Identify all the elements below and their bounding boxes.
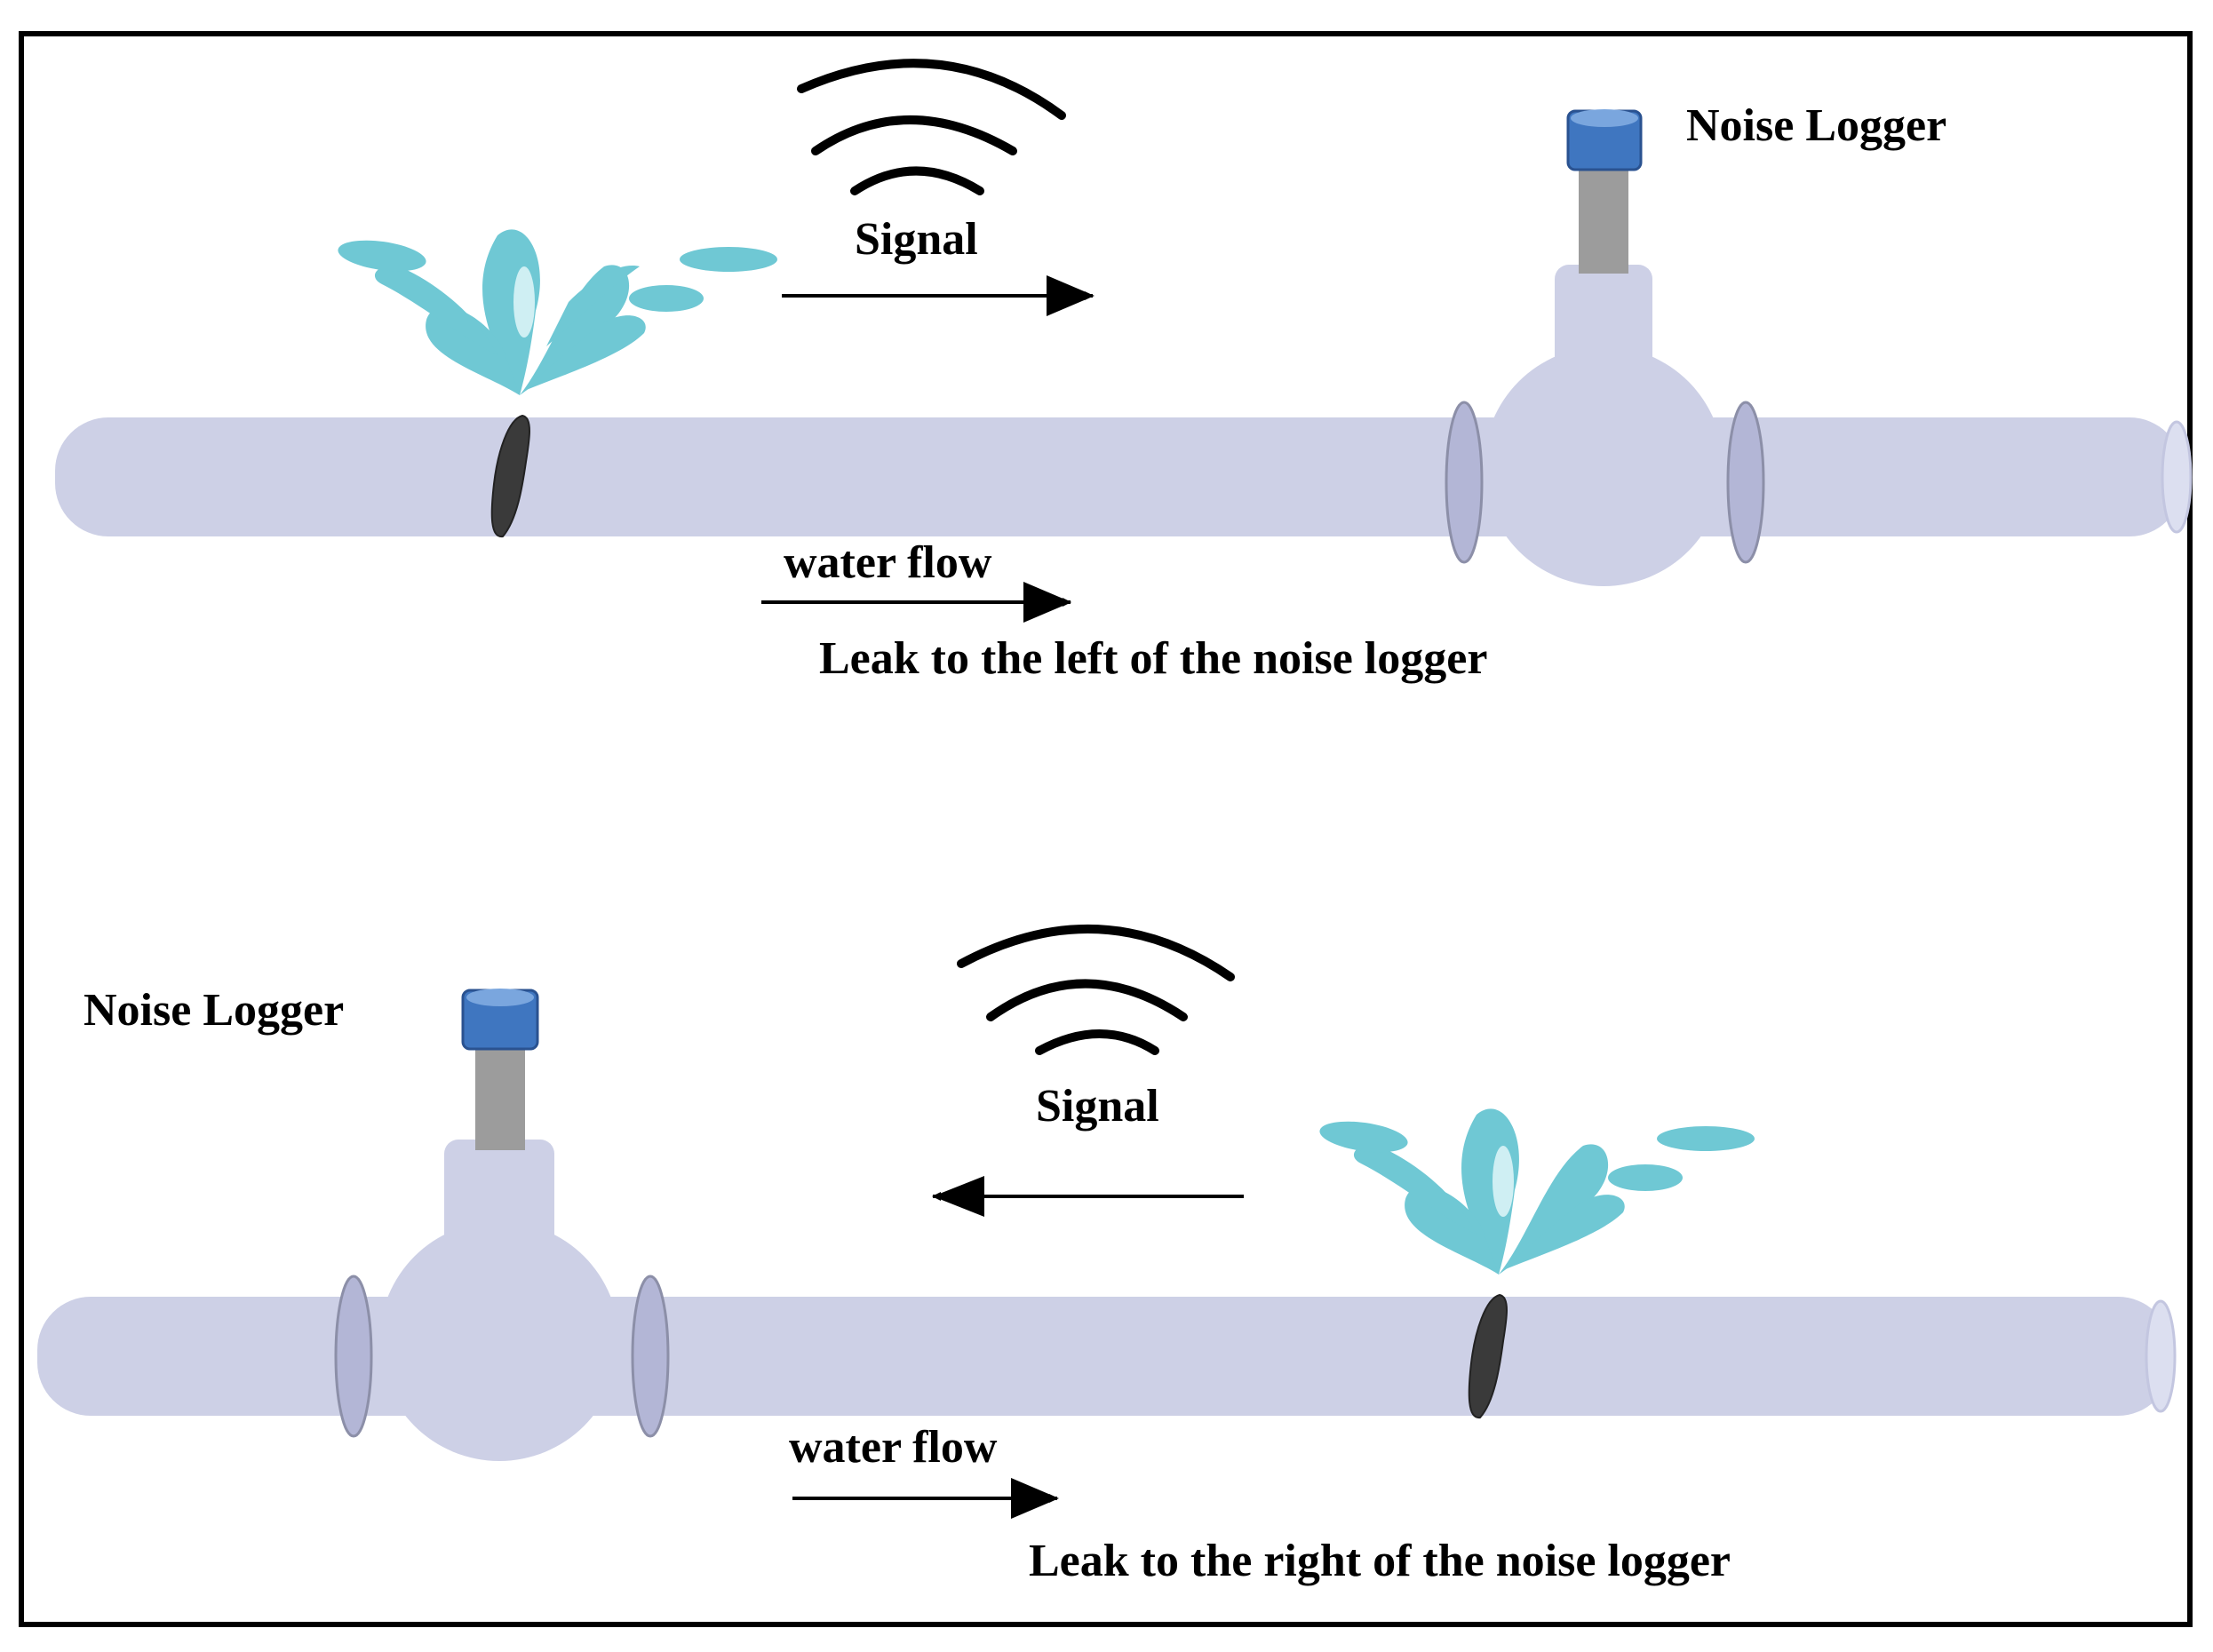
top-leak-crack [490, 414, 530, 538]
logger-body [1484, 346, 1723, 586]
bottom-logger-label: Noise Logger [84, 985, 345, 1036]
logger-cap-top [466, 989, 534, 1006]
bottom-leak-crack [1468, 1293, 1508, 1419]
bottom-flow-label: water flow [789, 1422, 998, 1473]
top-signal-arrowhead [1047, 275, 1095, 316]
bottom-water-splash [1319, 1108, 1755, 1275]
top-flow-label: water flow [784, 537, 992, 588]
top-water-splash [338, 229, 777, 395]
left-flange [1445, 401, 1484, 564]
top-signal-label: Signal [855, 214, 978, 265]
bottom-noise-logger [334, 989, 670, 1461]
bottom-signal-waves [957, 924, 1235, 1055]
logger-neck [444, 1140, 554, 1273]
right-flange [631, 1275, 670, 1438]
top-logger-label: Noise Logger [1686, 100, 1947, 151]
top-caption: Leak to the left of the noise logger [819, 633, 1488, 684]
top-noise-logger [1445, 109, 1765, 586]
top-signal-waves [797, 59, 1066, 195]
bottom-signal-label: Signal [1036, 1081, 1159, 1132]
left-flange [334, 1275, 373, 1438]
bottom-panel [37, 924, 2177, 1503]
bottom-flow-arrowhead [1011, 1478, 1059, 1519]
top-flow-arrowhead [1023, 582, 1071, 623]
bottom-caption: Leak to the right of the noise logger [1029, 1536, 1731, 1586]
logger-body [379, 1221, 619, 1461]
logger-stem [475, 1044, 525, 1150]
logger-stem [1579, 160, 1628, 274]
top-panel [55, 59, 2193, 607]
right-flange [1726, 401, 1765, 564]
bottom-signal-arrowhead [933, 1176, 984, 1217]
logger-neck [1555, 265, 1652, 398]
logger-cap-top [1571, 109, 1638, 127]
